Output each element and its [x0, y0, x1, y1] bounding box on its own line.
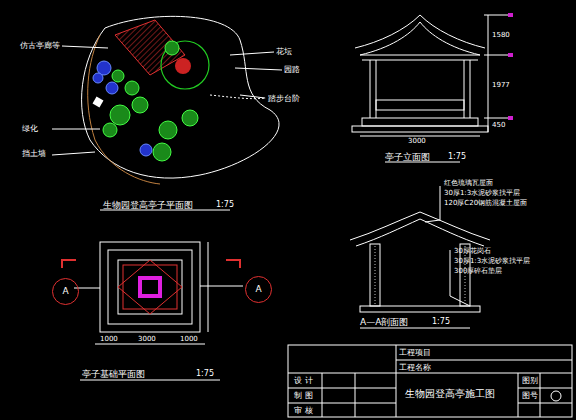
label: 30厚花岗石 — [454, 248, 491, 255]
label: 园路 — [284, 66, 300, 74]
label: 3000 — [138, 336, 156, 343]
label: 30厚1:3水泥砂浆找平层 — [454, 258, 530, 265]
label: A—A剖面图 — [360, 318, 408, 327]
label: 3000 — [408, 138, 426, 145]
label: 300厚碎石垫层 — [454, 268, 502, 275]
label: 120厚C20钢筋混凝土屋面 — [444, 200, 527, 207]
label: 绿化 — [22, 125, 38, 133]
label: 1000 — [180, 336, 198, 343]
label: 踏步台阶 — [268, 95, 300, 103]
label: 制 图 — [294, 392, 313, 400]
label: 红色琉璃瓦屋面 — [444, 180, 493, 187]
label: 工程项目 — [399, 349, 431, 357]
label: 仿古亭廊等 — [20, 42, 60, 50]
section-letter: A — [255, 285, 261, 294]
label: 亭子基础平面图 — [82, 370, 145, 379]
drawing-title: 生物园登高亭施工图 — [405, 389, 495, 399]
label: 挡土墙 — [22, 150, 46, 158]
label: 审 核 — [294, 407, 313, 415]
label: 设 计 — [294, 377, 313, 385]
label: 1580 — [492, 32, 510, 39]
label: 图号 — [522, 392, 538, 400]
label: 450 — [492, 122, 505, 129]
section-letter: A — [62, 287, 68, 296]
section-mark: A — [52, 278, 79, 305]
label: 1:75 — [448, 153, 466, 161]
label: 1:75 — [216, 201, 234, 209]
label: 1000 — [100, 336, 118, 343]
label: 图别 — [522, 377, 538, 385]
label: 1977 — [492, 82, 510, 89]
section-mark: A — [245, 276, 272, 303]
label: 1:75 — [432, 318, 450, 326]
label: 花坛 — [276, 48, 292, 56]
label: 亭子立面图 — [385, 153, 430, 162]
label: 工程名称 — [399, 364, 431, 372]
label: 1:75 — [196, 370, 214, 378]
label: 生物园登高亭子平面图 — [103, 201, 193, 210]
label: 30厚1:3水泥砂浆找平层 — [444, 190, 520, 197]
